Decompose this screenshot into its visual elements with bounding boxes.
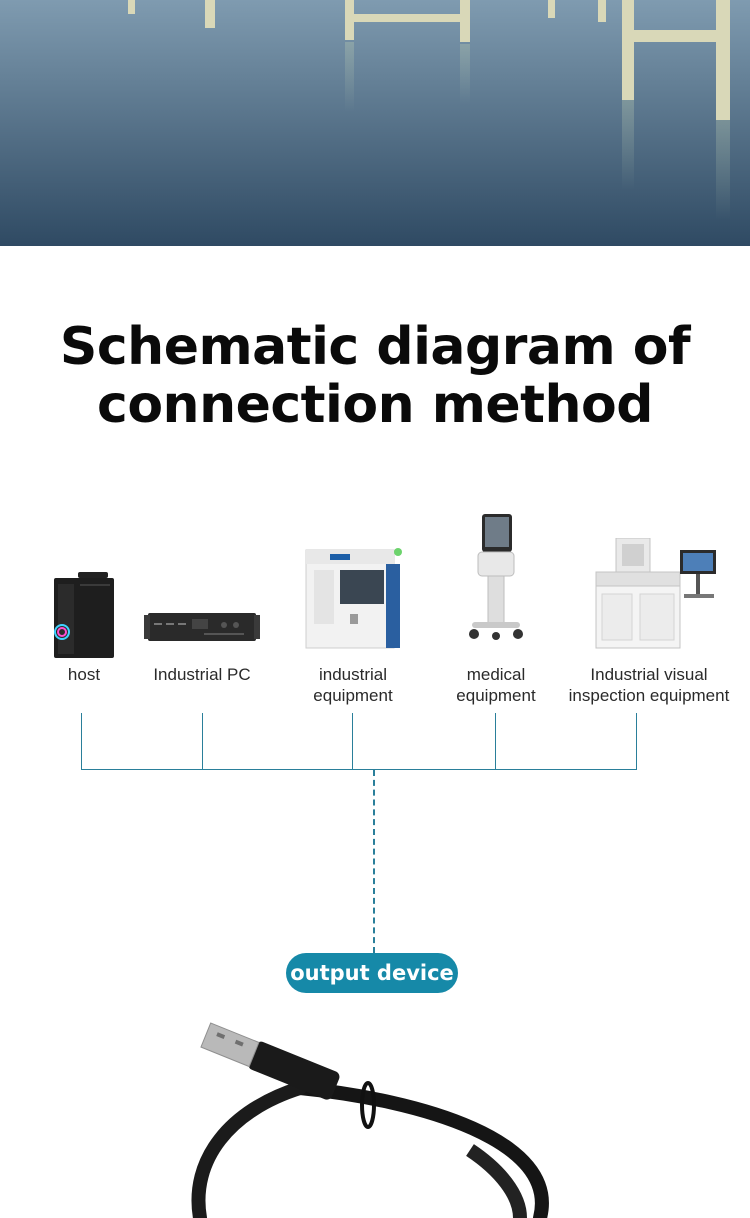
device-label-host: host (40, 664, 128, 685)
title-line-1: Schematic diagram of (59, 317, 691, 377)
device-label-industrial-equipment-line1: industrial (318, 665, 388, 684)
connector-line-inspection-equipment (636, 713, 637, 770)
inspection-equipment-device (588, 537, 720, 652)
rack-server-icon (144, 613, 260, 641)
medical-cart-icon (469, 514, 523, 640)
device-label-industrial-pc-text: Industrial PC (153, 665, 251, 684)
device-label-industrial-equipment: industrial equipment (292, 664, 414, 706)
industrial-equipment-device (300, 546, 406, 650)
device-label-industrial-pc: Industrial PC (140, 664, 264, 685)
connector-line-industrial-equipment (352, 713, 353, 770)
page-title: Schematic diagram of connection method (0, 318, 750, 434)
connector-line-host (81, 713, 82, 770)
device-label-medical-equipment-line1: medical (466, 665, 526, 684)
connector-line-industrial-pc (202, 713, 203, 770)
inspection-machine-icon (595, 537, 716, 649)
device-label-host-text: host (67, 665, 101, 684)
hero-banner-photo (0, 0, 750, 246)
industrial-machine-icon (305, 548, 402, 649)
medical-equipment-device (464, 514, 528, 644)
host-device (52, 572, 116, 658)
usb-cable-image (191, 1022, 549, 1218)
device-label-inspection-equipment-line2: inspection equipment (568, 686, 730, 705)
warehouse-floor-image (0, 0, 750, 246)
device-label-medical-equipment-line2: equipment (456, 686, 536, 705)
device-label-inspection-equipment-line1: Industrial visual (590, 665, 708, 684)
device-label-medical-equipment: medical equipment (440, 664, 552, 706)
output-device-badge: output device (286, 953, 458, 993)
tower-pc-icon (54, 572, 114, 658)
connector-dashed-line (373, 770, 375, 953)
device-label-industrial-equipment-line2: equipment (313, 686, 393, 705)
industrial-pc-device (144, 611, 260, 645)
device-label-inspection-equipment: Industrial visual inspection equipment (556, 664, 742, 706)
connector-bus-line (81, 769, 637, 770)
connector-line-medical-equipment (495, 713, 496, 770)
title-line-2: connection method (97, 375, 653, 435)
